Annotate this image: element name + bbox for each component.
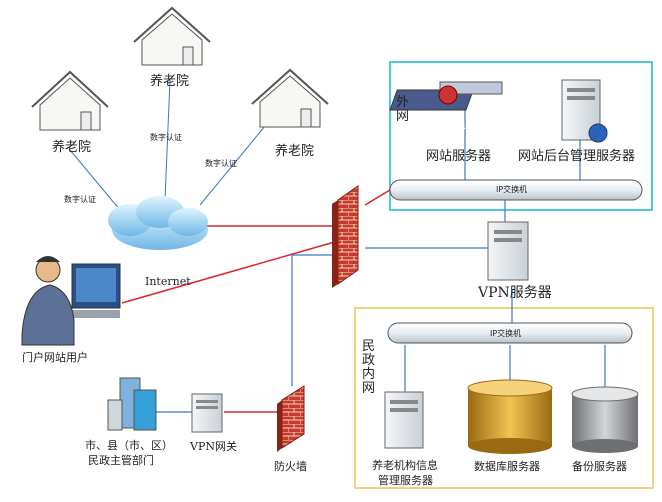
db-server-cylinder bbox=[467, 379, 553, 454]
vpn-gateway-device bbox=[191, 393, 223, 433]
auth-label-2: 数字认证 bbox=[150, 133, 182, 142]
outer-switch bbox=[389, 179, 643, 201]
backup-server-cylinder bbox=[571, 386, 639, 453]
outer-net-char-2: 网 bbox=[396, 109, 410, 124]
portal-logo-text: PORTAL bbox=[440, 121, 490, 132]
info-server-label-line2: 管理服务器 bbox=[378, 474, 433, 487]
inner-switch bbox=[387, 322, 633, 344]
outer-net-label: 外 网 bbox=[396, 96, 410, 124]
inner-net-label: 民 政 内 网 bbox=[362, 340, 376, 396]
house-1 bbox=[31, 70, 109, 131]
vpn-server-label: VPN服务器 bbox=[478, 285, 552, 301]
gov-building bbox=[107, 377, 157, 431]
vpn-gateway-label: VPN网关 bbox=[190, 440, 237, 453]
main-firewall bbox=[332, 185, 359, 288]
inner-net-border bbox=[354, 307, 654, 489]
web-server-label: 网站服务器 bbox=[426, 149, 492, 164]
inner-net-char-3: 内 bbox=[362, 367, 376, 382]
backup-server-label: 备份服务器 bbox=[572, 460, 627, 473]
gov-dept-label-line2: 民政主管部门 bbox=[88, 454, 154, 467]
inner-net-char-2: 政 bbox=[362, 353, 376, 368]
db-server-label: 数据库服务器 bbox=[474, 460, 540, 473]
inner-net-char-1: 民 bbox=[362, 339, 376, 354]
outer-switch-label: IP交换机 bbox=[496, 185, 528, 194]
info-server-label-line1: 养老机构信息 bbox=[372, 459, 438, 472]
internet-cloud bbox=[108, 196, 208, 250]
gov-dept-label-line1: 市、县（市、区） bbox=[85, 439, 173, 452]
portal-user-label: 门户网站用户 bbox=[22, 351, 88, 364]
auth-label-3: 数字认证 bbox=[205, 159, 237, 168]
portal-user bbox=[21, 256, 121, 346]
portal-server-device bbox=[389, 81, 503, 111]
house-3 bbox=[251, 68, 329, 128]
red-links bbox=[121, 189, 391, 413]
nursing-home-label-3: 养老院 bbox=[275, 144, 315, 159]
nursing-home-label-2: 养老院 bbox=[150, 74, 190, 89]
firewall-label: 防火墙 bbox=[274, 460, 307, 473]
admin-server-label: 网站后台管理服务器 bbox=[518, 149, 636, 164]
house-2 bbox=[133, 6, 211, 66]
vpn-server-device bbox=[487, 221, 529, 281]
admin-server-device bbox=[561, 79, 608, 143]
inner-switch-label: IP交换机 bbox=[490, 329, 522, 338]
internet-label: Internet bbox=[145, 275, 191, 288]
nursing-home-label-1: 养老院 bbox=[52, 140, 92, 155]
branch-firewall bbox=[277, 385, 305, 452]
auth-label-1: 数字认证 bbox=[64, 195, 96, 204]
outer-net-border bbox=[389, 61, 653, 211]
inner-net-char-4: 网 bbox=[362, 381, 376, 396]
outer-net-char-1: 外 bbox=[396, 95, 410, 110]
info-server-device bbox=[384, 391, 424, 449]
house-links bbox=[69, 79, 271, 211]
